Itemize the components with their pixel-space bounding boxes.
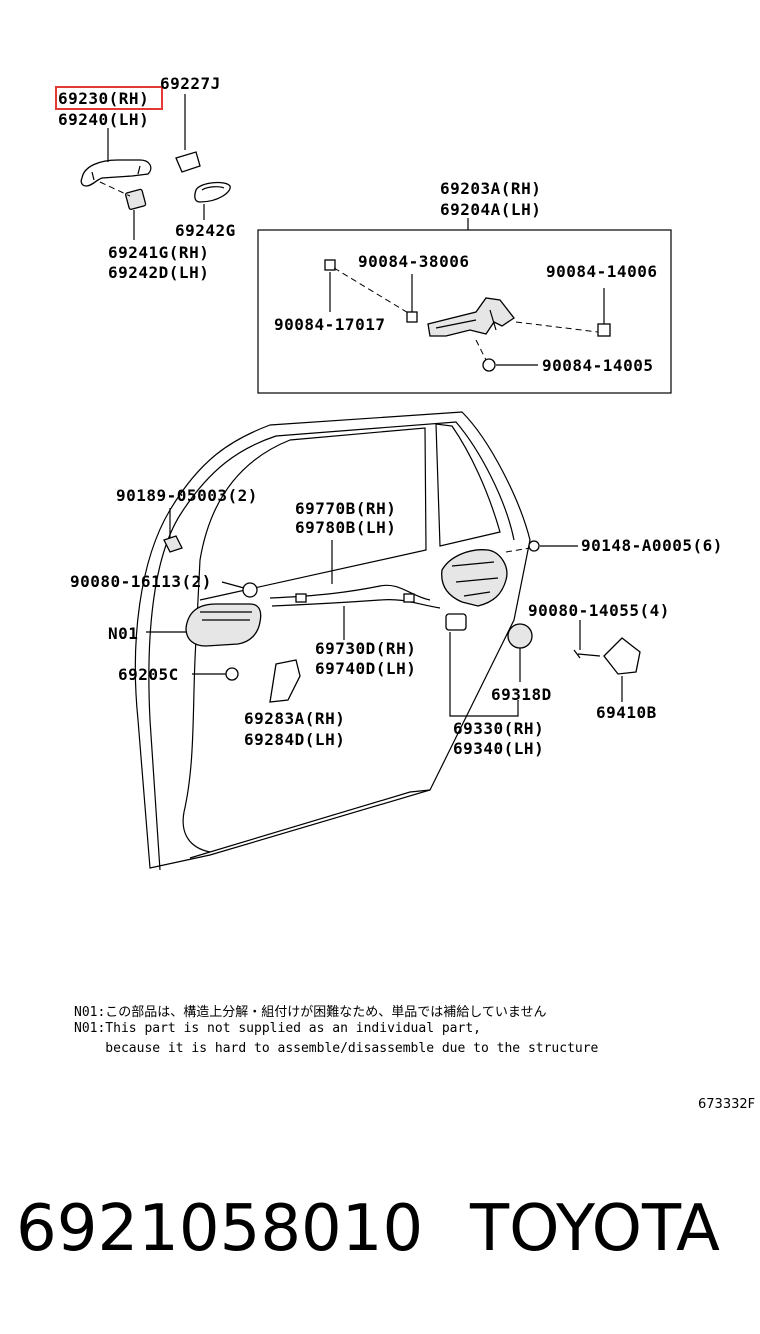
label-90080-14055: 90080-14055(4) bbox=[528, 601, 670, 620]
label-69242d-lh: 69242D(LH) bbox=[108, 263, 209, 282]
outside-handle-leaders bbox=[99, 94, 205, 240]
label-69227j: 69227J bbox=[160, 74, 221, 93]
label-69740d-lh: 69740D(LH) bbox=[315, 659, 416, 678]
label-90189-05003: 90189-05003(2) bbox=[116, 486, 258, 505]
note-japanese: N01:この部品は、構造上分解・組付けが困難なため、単品では補給していません bbox=[74, 1005, 547, 1020]
note-english-line1: N01:This part is not supplied as an indi… bbox=[74, 1021, 481, 1036]
label-90148-a0005: 90148-A0005(6) bbox=[581, 536, 723, 555]
label-69240-lh: 69240(LH) bbox=[58, 110, 149, 129]
footer-brand: TOYOTA bbox=[470, 1192, 720, 1266]
label-90084-14006: 90084-14006 bbox=[546, 262, 657, 281]
label-90084-38006: 90084-38006 bbox=[358, 252, 469, 271]
label-69204a-lh: 69204A(LH) bbox=[440, 200, 541, 219]
label-69330-rh: 69330(RH) bbox=[453, 719, 544, 738]
label-69205c: 69205C bbox=[118, 665, 179, 684]
label-69284d-lh: 69284D(LH) bbox=[244, 730, 345, 749]
highlight-box bbox=[55, 86, 163, 110]
inner-parts bbox=[146, 508, 641, 717]
outside-handle-illustration bbox=[80, 151, 231, 210]
footer-part-number: 6921058010 bbox=[16, 1192, 424, 1266]
label-69770b-rh: 69770B(RH) bbox=[295, 499, 396, 518]
label-69730d-rh: 69730D(RH) bbox=[315, 639, 416, 658]
label-90080-16113: 90080-16113(2) bbox=[70, 572, 212, 591]
label-69318d: 69318D bbox=[491, 685, 552, 704]
label-90084-14005: 90084-14005 bbox=[542, 356, 653, 375]
label-n01: N01 bbox=[108, 624, 138, 643]
label-69230-rh: 69230(RH) bbox=[58, 89, 149, 108]
label-69242g: 69242G bbox=[175, 221, 236, 240]
label-69283a-rh: 69283A(RH) bbox=[244, 709, 345, 728]
door-outline bbox=[134, 411, 531, 871]
label-90084-17017: 90084-17017 bbox=[274, 315, 385, 334]
label-69241g-rh: 69241G(RH) bbox=[108, 243, 209, 262]
label-69340-lh: 69340(LH) bbox=[453, 739, 544, 758]
illustration-code: 673332F bbox=[698, 1097, 756, 1112]
frame-assembly-box bbox=[257, 218, 672, 394]
note-english-line2: because it is hard to assemble/disassemb… bbox=[74, 1041, 599, 1056]
label-69203a-rh: 69203A(RH) bbox=[440, 179, 541, 198]
label-69410b: 69410B bbox=[596, 703, 657, 722]
label-69780b-lh: 69780B(LH) bbox=[295, 518, 396, 537]
